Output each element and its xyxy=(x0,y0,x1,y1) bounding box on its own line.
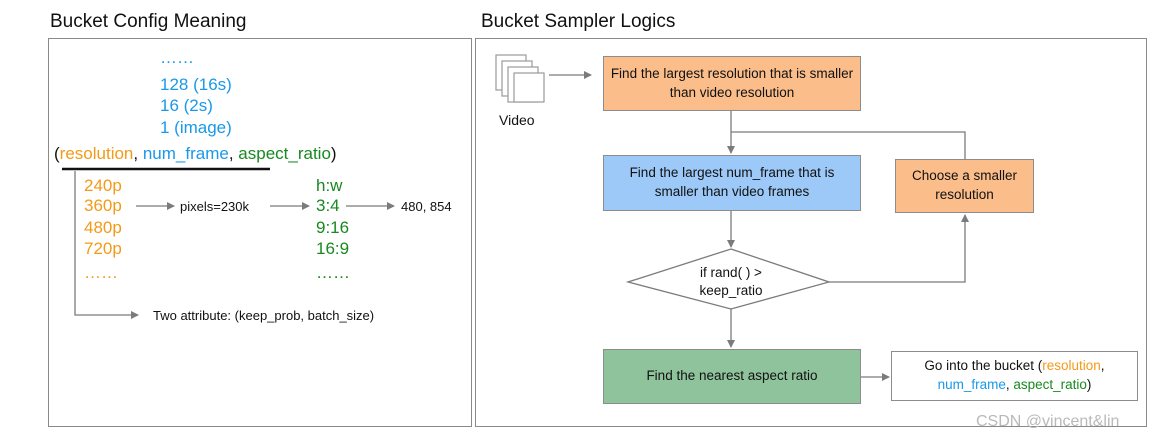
decision-diamond xyxy=(625,248,832,310)
aspect-ratio-ellipsis: …… xyxy=(316,263,350,282)
aspect-ratio-16-9: 16:9 xyxy=(316,239,350,258)
frame-option-1: 1 (image) xyxy=(160,118,232,137)
final-aspect-ratio: aspect_ratio xyxy=(1013,377,1087,392)
tuple-num-frame: num_frame xyxy=(142,144,229,163)
step-choose-smaller-resolution-text: Choose a smaller resolution xyxy=(911,168,1018,202)
resolution-360p: 360p xyxy=(84,196,122,215)
step-choose-smaller-resolution: Choose a smaller resolution xyxy=(895,159,1034,213)
video-label: Video xyxy=(499,112,535,128)
final-sep-2: , xyxy=(1005,377,1014,392)
tuple-sep-1: , xyxy=(133,144,143,163)
frame-option-16: 16 (2s) xyxy=(160,96,213,115)
final-resolution: resolution xyxy=(1042,358,1101,374)
decision-text-label: if rand( ) > keep_ratio xyxy=(699,265,763,298)
final-sep-1: , xyxy=(1100,358,1105,374)
resolution-240p: 240p xyxy=(84,176,122,195)
final-close: ) xyxy=(1086,377,1092,392)
decision-text: if rand( ) > keep_ratio xyxy=(668,264,794,299)
attributes-label: Two attribute: (keep_prob, batch_size) xyxy=(153,308,375,323)
aspect-ratio-9-16: 9:16 xyxy=(316,218,350,237)
final-prefix: Go into the bucket ( xyxy=(924,358,1043,374)
aspect-ratio-3-4: 3:4 xyxy=(316,196,340,215)
resolution-720p: 720p xyxy=(84,239,122,258)
final-bucket-text: Go into the bucket (resolution,num_frame… xyxy=(900,357,1130,395)
tuple-sep-2: , xyxy=(228,144,239,163)
frame-option-128: 128 (16s) xyxy=(160,75,232,94)
frame-option-ellipsis: …… xyxy=(160,48,194,67)
left-panel-title: Bucket Config Meaning xyxy=(50,11,247,32)
final-bucket-box: Go into the bucket (resolution,num_frame… xyxy=(891,351,1138,401)
step-largest-resolution: Find the largest resolution that is smal… xyxy=(603,56,861,111)
bucket-config-panel xyxy=(48,38,472,427)
watermark: CSDN @vincent&lin xyxy=(976,413,1120,430)
step-largest-num-frame: Find the largest num_frame that is small… xyxy=(603,155,861,211)
tuple-aspect-ratio: aspect_ratio xyxy=(238,144,331,163)
resolution-480p: 480p xyxy=(84,218,122,237)
resolution-ellipsis: …… xyxy=(84,263,118,282)
step-nearest-aspect-ratio: Find the nearest aspect ratio xyxy=(603,349,861,404)
step-nearest-aspect-ratio-text: Find the nearest aspect ratio xyxy=(646,368,818,384)
tuple-open-paren: ( xyxy=(54,144,60,163)
tuple-resolution: resolution xyxy=(59,144,134,163)
tuple-close-paren: ) xyxy=(330,144,337,163)
result-label: 480, 854 xyxy=(401,199,452,214)
video-icon xyxy=(495,54,545,103)
aspect-ratio-hw: h:w xyxy=(316,176,343,195)
right-panel-title: Bucket Sampler Logics xyxy=(481,11,676,32)
step-largest-num-frame-text: Find the largest num_frame that is small… xyxy=(629,165,835,199)
pixels-label: pixels=230k xyxy=(180,199,250,214)
config-tuple: (resolution, num_frame, aspect_ratio) xyxy=(54,144,337,164)
step-largest-resolution-text: Find the largest resolution that is smal… xyxy=(610,65,854,100)
final-num-frame: num_frame xyxy=(937,377,1006,392)
